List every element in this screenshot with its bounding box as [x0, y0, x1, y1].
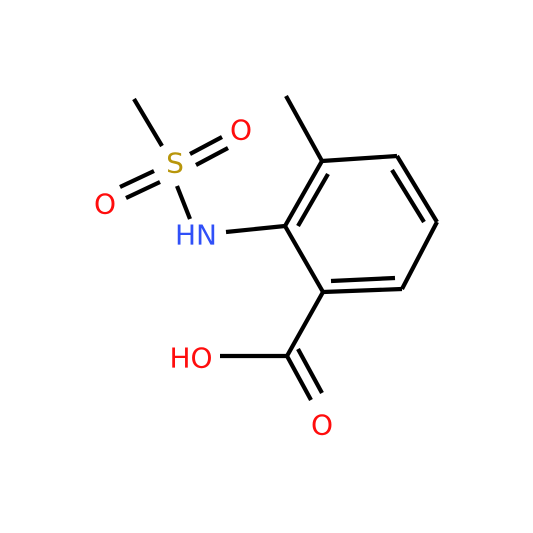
- ring-carboxyl-bond: [285, 290, 325, 358]
- sulfonyl-double-bond-upper-a: [189, 135, 223, 156]
- nitrogen-sulfur-bond: [175, 185, 192, 220]
- sulfonyl-oxygen-bottom-label: O: [94, 188, 116, 221]
- ring-nitrogen-bond: [225, 223, 286, 235]
- sulfonyl-oxygen-top-label: O: [230, 114, 252, 147]
- carbonyl-double-bond-b: [296, 347, 324, 395]
- carbonyl-oxygen-label: O: [311, 409, 333, 442]
- ring-bond-c5-c6: [283, 224, 325, 294]
- ring-bond-c3-c4: [400, 221, 439, 290]
- ring-bond-c6-c1-inner: [296, 172, 330, 228]
- atom-labels: S O O HN HO O: [94, 114, 333, 442]
- sulfonyl-double-bond-upper-b: [195, 146, 229, 167]
- carbonyl-double-bond-a: [285, 354, 313, 402]
- bonds: [119, 94, 439, 402]
- ring-bond-c4-c5-inner: [330, 275, 396, 284]
- ring-bond-c4-c5-outer: [322, 286, 403, 295]
- ring-bond-c2-c3-inner: [390, 168, 426, 224]
- sulfur-methyl-bond: [132, 97, 164, 148]
- ring-bond-c6-c1-outer: [283, 159, 324, 228]
- sulfonyl-double-bond-lower-a: [119, 169, 155, 189]
- sulfonyl-double-bond-lower-b: [125, 180, 161, 200]
- sulfur-label: S: [166, 147, 184, 180]
- ring-bond-c2-c3-outer: [395, 154, 439, 224]
- hydroxyl-label: HO: [169, 342, 212, 375]
- methyl-bond: [284, 94, 324, 163]
- ring-bond-c1-c2: [321, 153, 398, 164]
- amine-label: HN: [175, 219, 217, 252]
